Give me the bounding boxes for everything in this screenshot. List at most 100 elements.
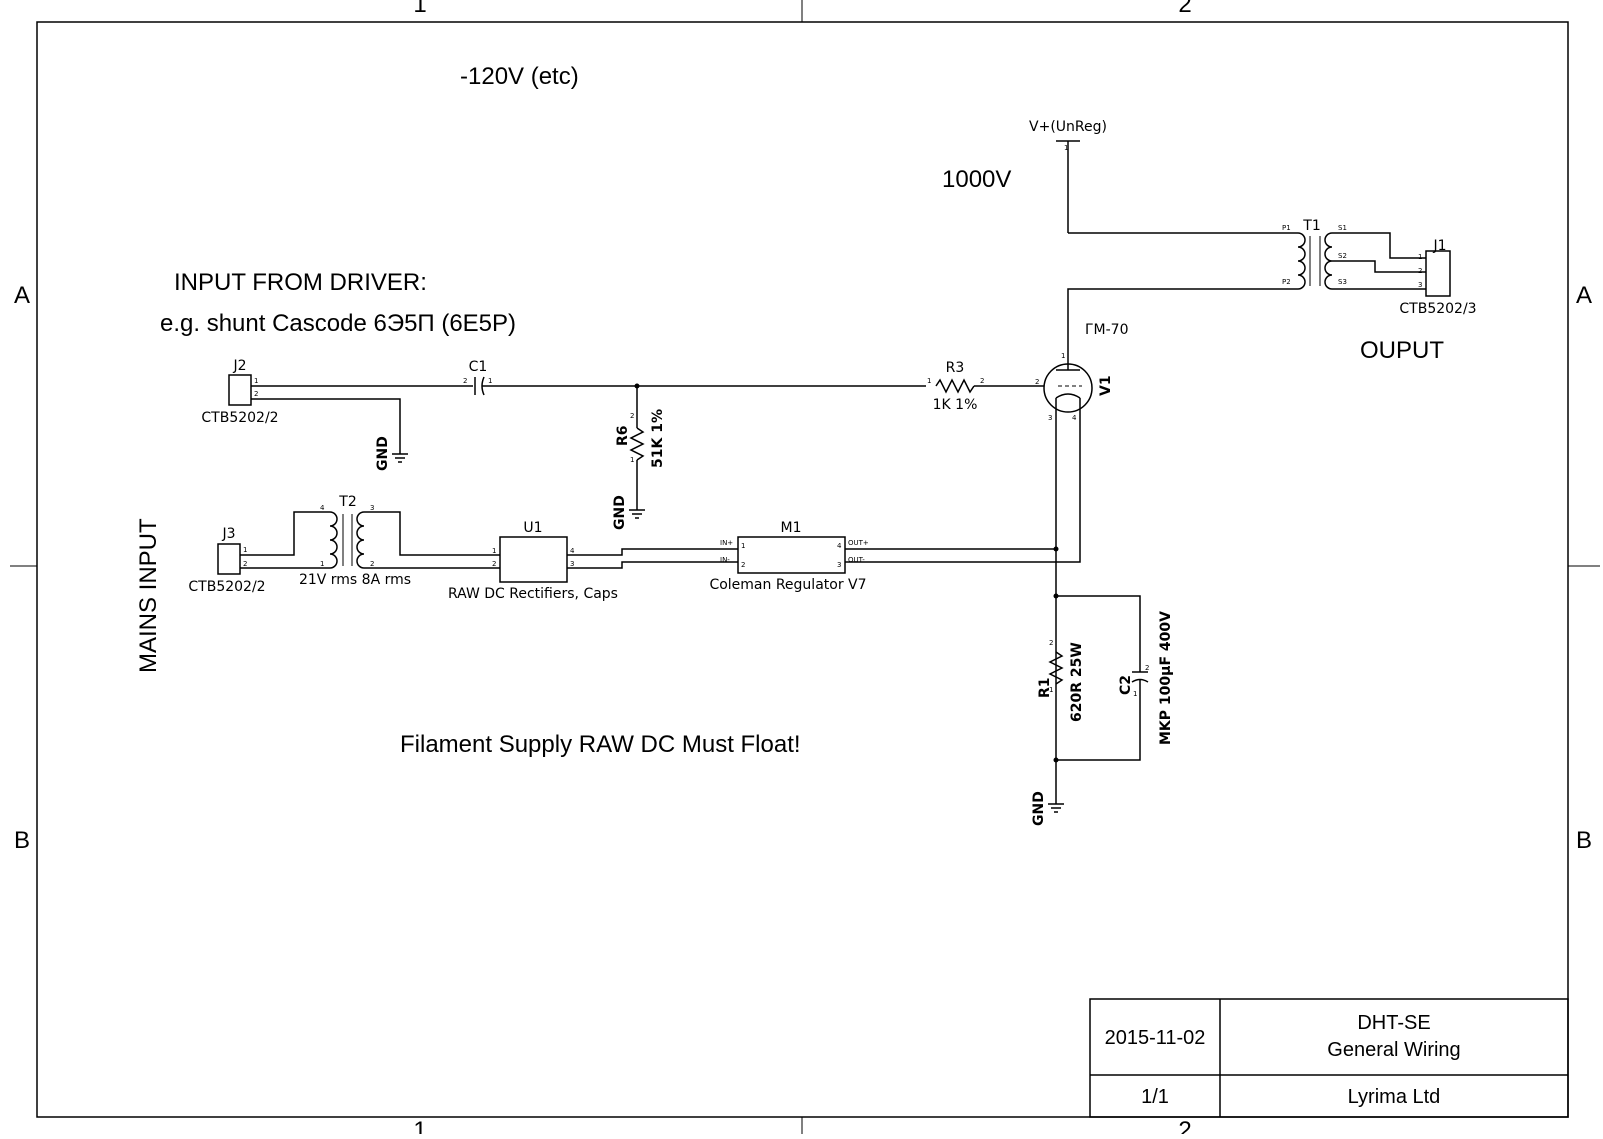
j2-body: [228, 374, 252, 406]
gnd-symbol-r6: GND: [612, 495, 645, 530]
u1-pin-2: 2: [492, 560, 496, 568]
title-block-company: Lyrima Ltd: [1348, 1086, 1441, 1108]
connector-j3: J3 1 2 CTB5202/2: [188, 526, 265, 595]
junction-out-plus: [1053, 546, 1059, 552]
c2-pin-2: 2: [1145, 664, 1149, 672]
r3-pin-1: 1: [927, 377, 931, 385]
grid-row-a-left: A: [14, 282, 30, 309]
capacitor-c2: C2 MKP 100µF 400V 2 1: [1118, 611, 1174, 745]
connector-j2: J2 1 2 CTB5202/2: [201, 358, 278, 426]
wire-m1-out-minus: [845, 406, 1081, 563]
r6-pin-2: 2: [630, 412, 634, 420]
t2-pin-4: 4: [320, 504, 325, 512]
j2-ref: J2: [232, 358, 246, 374]
j1-pin-2: 2: [1418, 267, 1422, 275]
grid-row-b-right: B: [1576, 827, 1592, 854]
t2-secondary-coil: [356, 511, 365, 569]
t1-pin-s2: S2: [1338, 252, 1347, 260]
wire-t1-s1-j1: [1332, 232, 1426, 259]
r6-zigzag: [629, 427, 645, 461]
note-output: OUPUT: [1360, 337, 1444, 364]
title-block-project: DHT-SE: [1357, 1012, 1430, 1034]
u1-pin-4: 4: [570, 547, 575, 555]
wire-c2-bottom: [1056, 680, 1141, 761]
t2-ref: T2: [338, 494, 356, 510]
wire-c2-top: [1056, 595, 1141, 672]
t1-ref: T1: [1302, 218, 1320, 234]
wire-u1-m1-plus: [567, 548, 738, 556]
v1-envelope: [1043, 363, 1093, 413]
m1-pin-1: 1: [741, 542, 745, 550]
c1-pin-1: 1: [488, 377, 492, 385]
title-block-frame: [1089, 998, 1569, 1118]
grid-col-2-top: 2: [1178, 0, 1191, 18]
resistor-r6: R6 51K 1% 2 1: [615, 386, 666, 510]
vplus-supply: V+(UnReg) 1: [1029, 119, 1107, 233]
r1-zigzag: [1048, 651, 1064, 685]
j1-pin-1: 1: [1418, 253, 1422, 261]
r6-value: 51K 1%: [650, 409, 666, 468]
wire-t2-3-u1: [364, 511, 500, 556]
title-block-title: General Wiring: [1327, 1039, 1460, 1061]
m1-value: Coleman Regulator V7: [709, 577, 866, 593]
r1-ref: R1: [1037, 677, 1053, 698]
t2-primary-coil: [329, 511, 338, 569]
m1-pin-3: 3: [837, 561, 841, 569]
t2-pin-2: 2: [370, 560, 374, 568]
module-u1: U1 1 2 4 3 RAW DC Rectifiers, Caps: [448, 520, 618, 602]
t2-pin-1: 1: [320, 560, 324, 568]
u1-ref: U1: [523, 520, 542, 536]
transformer-t2: T2 4 1 3 2 21V rms 8A rms: [299, 494, 411, 588]
j3-ref: J3: [221, 526, 235, 542]
resistor-r1: R1 620R 25W 2 1: [1037, 639, 1085, 722]
j2-value: CTB5202/2: [201, 410, 278, 426]
u1-pin-1: 1: [492, 547, 496, 555]
m1-pin-in-plus: IN+: [720, 539, 733, 547]
grid-col-1-bottom: 1: [413, 1117, 426, 1134]
wire-u1-m1-minus: [567, 561, 738, 569]
m1-pin-2: 2: [741, 561, 745, 569]
u1-pin-3: 3: [570, 560, 574, 568]
transformer-t1: T1 P1 P2 S1 S2 S3: [1282, 218, 1347, 290]
j3-pin-2: 2: [243, 560, 247, 568]
grid-col-1-top: 1: [413, 0, 426, 18]
t1-pin-p1: P1: [1282, 224, 1291, 232]
j1-body: [1425, 250, 1451, 297]
vplus-label: V+(UnReg): [1029, 119, 1107, 135]
title-block: 2015-11-02 DHT-SE General Wiring 1/1 Lyr…: [1089, 998, 1569, 1118]
t1-primary-coil: [1297, 232, 1306, 290]
t1-pin-s1: S1: [1338, 224, 1347, 232]
u1-body: [499, 536, 568, 583]
note-negative-supply: -120V (etc): [460, 63, 579, 90]
gnd-cathode-label: GND: [1031, 791, 1047, 826]
r3-ref: R3: [946, 360, 965, 376]
j2-pin-1: 1: [254, 377, 258, 385]
note-hv-supply: 1000V: [942, 166, 1011, 193]
wire-t1-p2-anode: [1067, 288, 1298, 370]
resistor-r3: R3 1 2 1K 1%: [927, 360, 1044, 413]
r3-pin-2: 2: [980, 377, 984, 385]
c1-pin-2: 2: [463, 377, 467, 385]
note-filament: Filament Supply RAW DC Must Float!: [400, 731, 801, 758]
grid-row-b-left: B: [14, 827, 30, 854]
wire-t1-s2-j1: [1332, 260, 1426, 273]
vplus-pin-1: 1: [1064, 144, 1068, 152]
wire-j2-gnd: [251, 398, 401, 448]
j3-value: CTB5202/2: [188, 579, 265, 595]
r3-value: 1K 1%: [933, 397, 978, 413]
v1-pin-1: 1: [1061, 352, 1065, 360]
m1-pin-out-plus: OUT+: [848, 539, 869, 547]
r6-ref: R6: [615, 425, 631, 446]
j1-value: CTB5202/3: [1399, 301, 1476, 317]
r1-value: 620R 25W: [1069, 642, 1085, 722]
gnd-symbol-cathode: GND: [1031, 760, 1064, 826]
r3-zigzag: [935, 378, 975, 394]
module-m1: M1 IN+ IN- OUT+ OUT- 1 2 4 3 Coleman Reg…: [709, 520, 868, 593]
t1-secondary-coil: [1324, 232, 1333, 290]
j3-pin-1: 1: [243, 546, 247, 554]
t2-pin-3: 3: [370, 504, 374, 512]
r6-pin-1: 1: [630, 456, 634, 464]
m1-pin-out-minus: OUT-: [848, 556, 865, 564]
note-input-title: INPUT FROM DRIVER:: [174, 269, 427, 296]
